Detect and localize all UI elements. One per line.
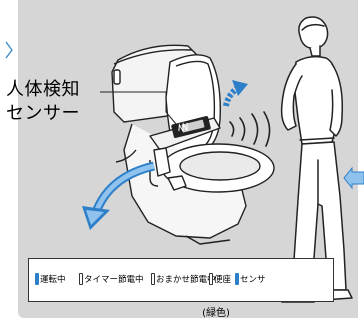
indicator-label: センサ [240, 275, 266, 285]
indicator-lamp [79, 273, 83, 285]
indicator-lamp [151, 273, 155, 285]
callout-line-2: センサー [6, 103, 80, 124]
large-curved-arrow-icon [82, 161, 156, 230]
indicator-lamp [235, 273, 239, 285]
color-caption: (緑色) [202, 308, 230, 319]
lid-open-arrow-icon [223, 80, 248, 107]
indicator-auto-saving: おまかせ節電中 [151, 272, 216, 286]
indicator-timer-saving: タイマー節電中 [79, 272, 144, 286]
toilet-icon [111, 44, 275, 245]
indicator-lamp [35, 273, 39, 285]
indicator-panel: 運転中 タイマー節電中 おまかせ節電中 便座 センサ [28, 258, 334, 302]
indicator-label: 運転中 [40, 275, 66, 285]
human-sensor-icon [171, 116, 211, 138]
person-icon [280, 16, 353, 303]
indicator-label: おまかせ節電中 [156, 275, 216, 285]
indicator-lamp [209, 273, 213, 285]
right-edge-arrow-icon [343, 166, 364, 190]
indicator-label: 便座 [214, 275, 232, 285]
sensor-wave-icon [229, 111, 271, 147]
sensor-callout-label: 人体検知 センサー [6, 78, 116, 126]
callout-leader-line [100, 91, 177, 125]
callout-line-1: 人体検知 [6, 79, 80, 100]
indicator-sensor: センサ [235, 272, 266, 286]
indicator-operating: 運転中 [35, 272, 66, 286]
edge-mark-icon [5, 41, 13, 59]
indicator-label: タイマー節電中 [84, 275, 144, 285]
indicator-seat: 便座 [209, 272, 231, 286]
